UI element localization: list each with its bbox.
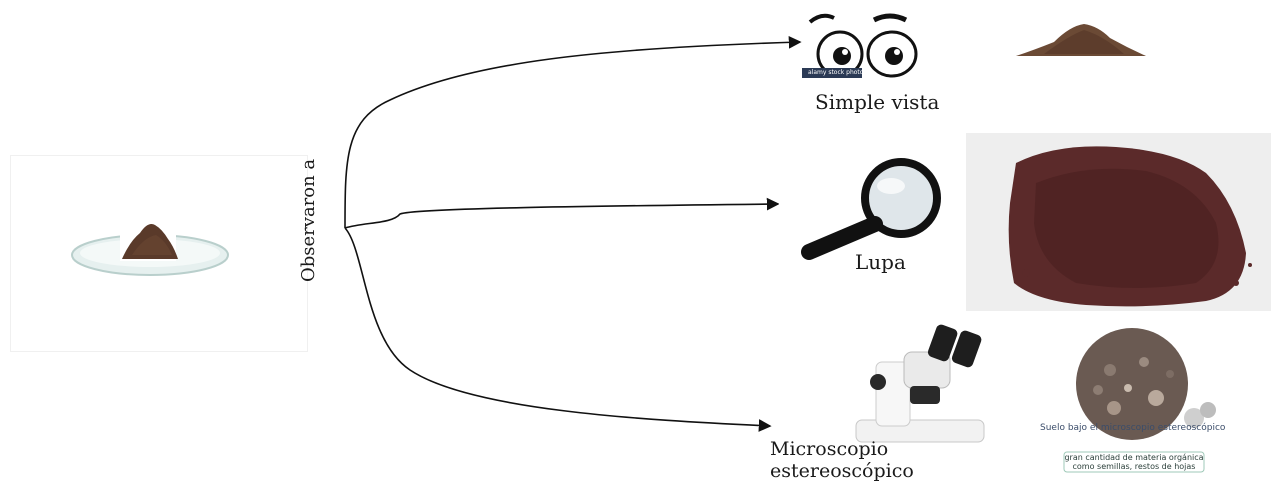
label-simple-vista: Simple vista xyxy=(815,90,939,114)
eyes-watermark: alamy stock photo xyxy=(808,69,863,76)
stereo-microscope-icon xyxy=(848,322,996,448)
arrow-to-lupa xyxy=(345,204,778,228)
microscope-view-caption-1: gran cantidad de materia orgánica xyxy=(1064,453,1204,462)
soil-sample-card xyxy=(10,155,308,352)
microscope-view-card: Suelo bajo el microscopio estereoscópico… xyxy=(1040,326,1226,476)
label-microscopio-line1: Microscopio xyxy=(770,438,888,460)
microscope-card xyxy=(848,322,996,448)
watch-glass-soil-image xyxy=(10,155,308,352)
arrow-to-microscopio xyxy=(345,228,770,426)
label-lupa: Lupa xyxy=(855,250,906,274)
eyes-card: alamy stock photo xyxy=(802,12,920,78)
microscope-view-caption-2: como semillas, restos de hojas xyxy=(1064,462,1204,471)
label-microscopio-line2: estereoscópico xyxy=(770,460,914,482)
arrow-to-simple-vista xyxy=(345,42,800,228)
microscope-view-title: Suelo bajo el microscopio estereoscópico xyxy=(1040,423,1225,433)
soil-pile-image xyxy=(1014,14,1148,62)
soil-closeup-graphic xyxy=(966,133,1271,311)
soil-closeup-image xyxy=(966,133,1271,311)
soil-pile-graphic xyxy=(1014,14,1148,62)
root-label: Observaron a xyxy=(298,159,319,282)
